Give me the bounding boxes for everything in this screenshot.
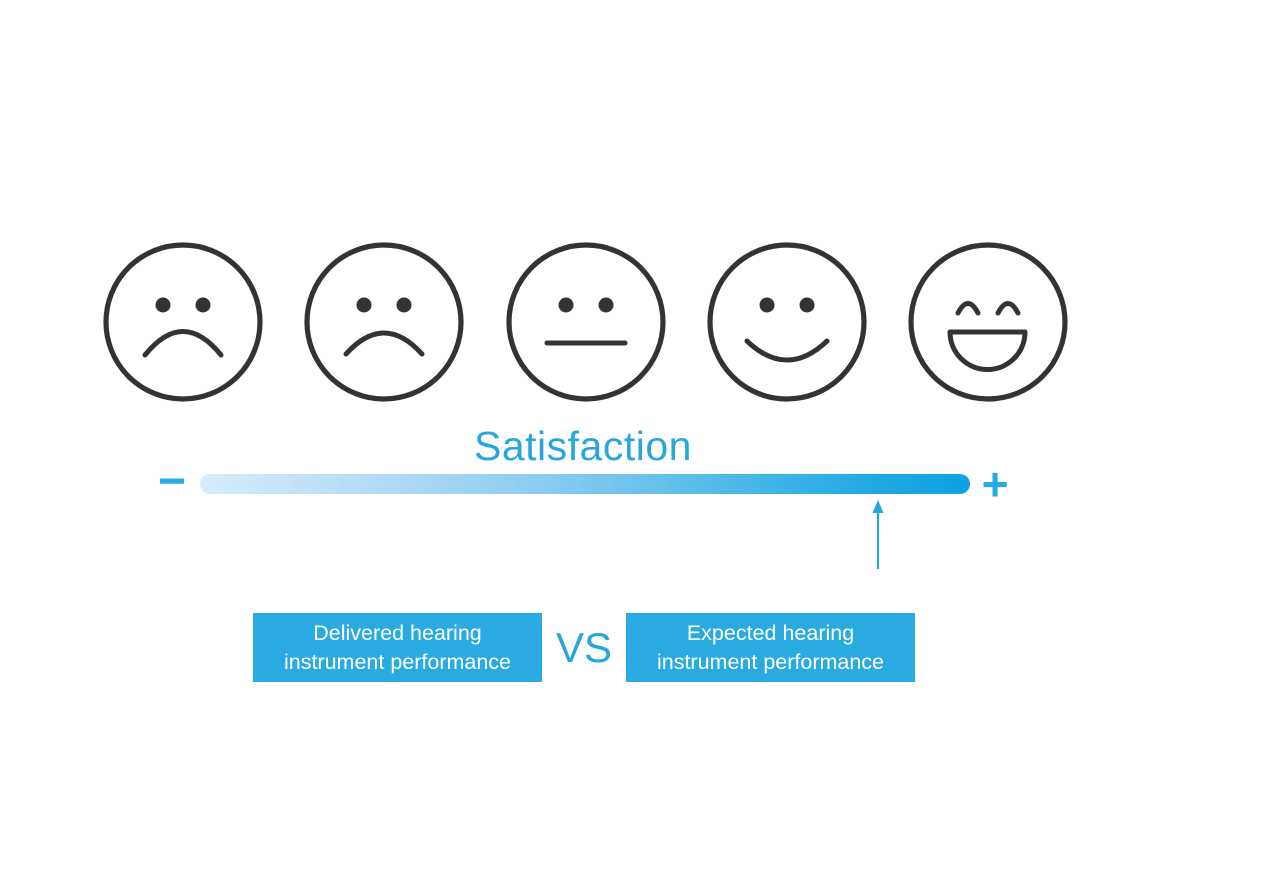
happy-face-icon	[707, 242, 867, 402]
delivered-performance-box: Delivered hearing instrument performance	[253, 613, 542, 682]
up-arrow-icon	[872, 500, 884, 569]
expected-performance-line2: instrument performance	[656, 649, 885, 674]
delivered-performance-line2: instrument performance	[283, 649, 512, 674]
scale-title: Satisfaction	[474, 423, 692, 469]
delivered-performance-line1: Delivered hearing	[313, 621, 482, 645]
neutral-face-icon	[506, 242, 666, 402]
vs-label: VS	[555, 624, 613, 671]
expected-performance-line1: Expected hearing	[686, 621, 855, 645]
expected-performance-box: Expected hearing instrument performance	[626, 613, 915, 682]
very-sad-face-icon	[103, 242, 263, 402]
plus-sign: +	[981, 458, 1009, 510]
minus-sign: −	[157, 455, 187, 508]
very-happy-face-icon	[908, 242, 1068, 402]
satisfaction-gradient-bar	[200, 474, 970, 494]
sad-face-icon	[304, 242, 464, 402]
